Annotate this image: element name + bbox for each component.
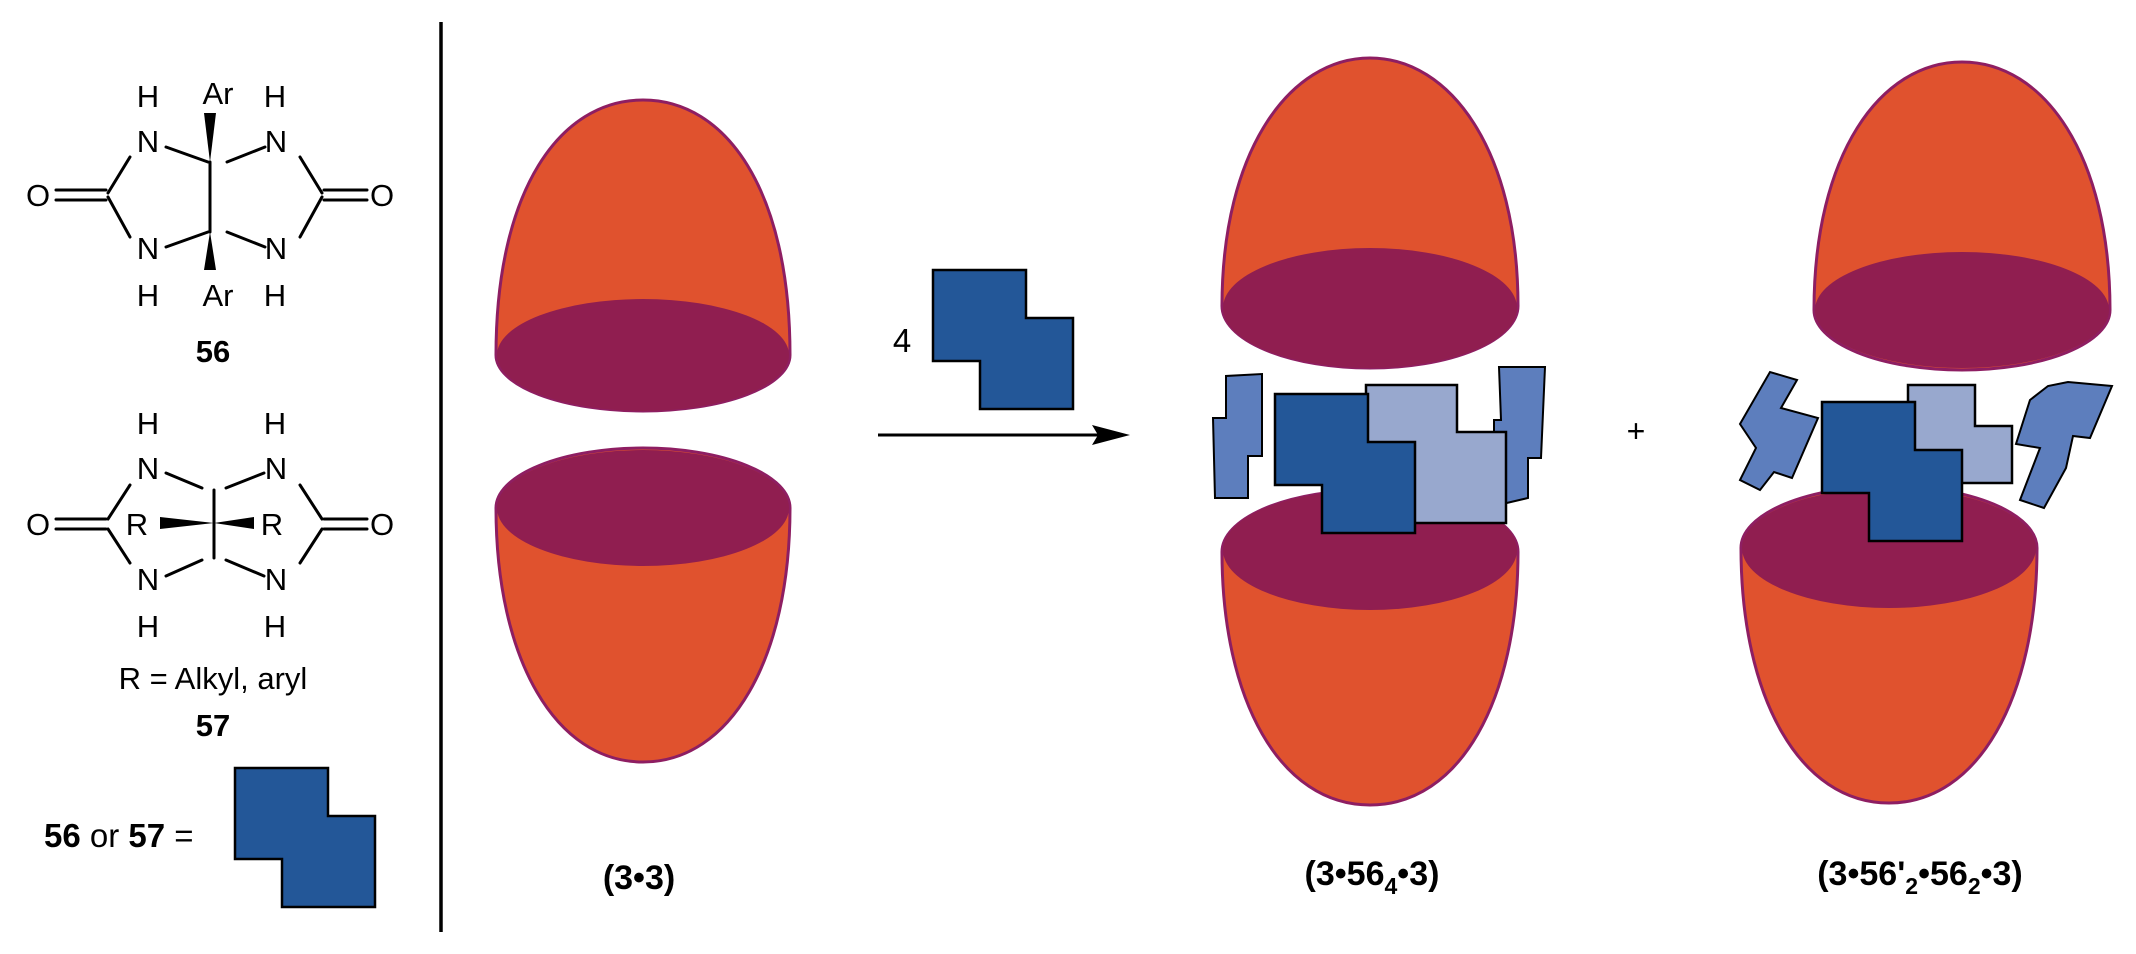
- capsule-top-rim: [1815, 252, 2109, 368]
- atom-h: H: [264, 406, 286, 441]
- atom-o: O: [370, 507, 394, 542]
- atom-r: R: [261, 507, 283, 542]
- structure-57: H H N N O R R O N N H H R = Alkyl, aryl …: [26, 406, 394, 743]
- plus-sign: +: [1627, 413, 1646, 449]
- structure-56: H H Ar N N O O N N H Ar H 56: [26, 76, 394, 369]
- atom-n: N: [137, 231, 159, 266]
- structure-57-bonds: [54, 471, 369, 578]
- compound-number-56: 56: [196, 334, 230, 369]
- glycoluril-legend: 56 or 57 =: [44, 766, 377, 909]
- equivalents-label: 4: [893, 322, 911, 359]
- atom-ar: Ar: [203, 278, 234, 313]
- caption-empty-capsule: (3•3): [603, 859, 675, 897]
- atom-n: N: [265, 231, 287, 266]
- reagent-guest-shape: [931, 268, 1075, 411]
- atom-n: N: [265, 124, 287, 159]
- legend-text: 56 or 57 =: [44, 817, 194, 854]
- legend-56: 56: [44, 817, 81, 854]
- reaction-arrow-group: 4: [878, 268, 1130, 445]
- atom-n: N: [265, 451, 287, 486]
- atom-h: H: [137, 609, 159, 644]
- atom-h: H: [137, 406, 159, 441]
- atom-h: H: [264, 79, 286, 114]
- atom-h: H: [137, 278, 159, 313]
- capsule-complex-2: [1738, 60, 2114, 805]
- capsule-empty: [494, 98, 792, 764]
- capsule-top-rim: [497, 299, 789, 411]
- structure-56-bonds: [54, 113, 369, 270]
- atom-h: H: [264, 609, 286, 644]
- guest-side-slab: [2014, 380, 2114, 510]
- arrowhead: [1092, 425, 1130, 445]
- capsule-bottom-rim: [497, 450, 789, 566]
- atom-o: O: [370, 178, 394, 213]
- atom-o: O: [26, 507, 50, 542]
- caption-complex-1: (3•564•3): [1305, 855, 1440, 899]
- legend-guest-shape: [233, 766, 377, 909]
- substituent-definition: R = Alkyl, aryl: [119, 661, 308, 696]
- atom-h: H: [137, 79, 159, 114]
- compound-number-57: 57: [196, 708, 230, 743]
- atom-n: N: [137, 562, 159, 597]
- atom-ar: Ar: [203, 76, 234, 111]
- caption-complex-2: (3•56'2•562•3): [1817, 855, 2023, 899]
- guest-side-slab: [1211, 372, 1263, 499]
- guest-side-slab: [1738, 370, 1820, 492]
- atom-n: N: [265, 562, 287, 597]
- atom-n: N: [137, 451, 159, 486]
- atom-o: O: [26, 178, 50, 213]
- legend-equals: =: [165, 817, 193, 854]
- capsule-top-rim: [1223, 248, 1517, 368]
- atom-r: R: [126, 507, 148, 542]
- capsule-complex-1: [1211, 56, 1547, 807]
- atom-n: N: [137, 124, 159, 159]
- atom-h: H: [264, 278, 286, 313]
- legend-57: 57: [128, 817, 165, 854]
- legend-or: or: [81, 817, 129, 854]
